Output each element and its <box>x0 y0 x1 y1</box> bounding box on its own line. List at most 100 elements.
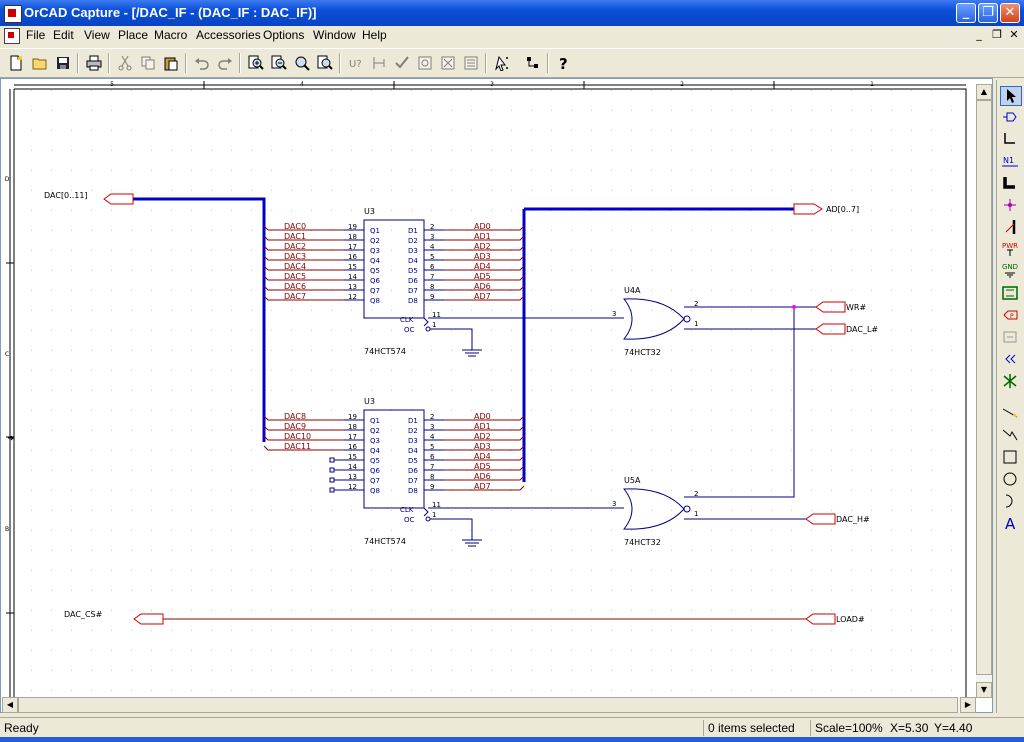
palette-place-junction[interactable] <box>1000 196 1022 216</box>
undo-button[interactable] <box>191 52 213 74</box>
latch-u3a-pin-name: Q4 <box>370 257 381 265</box>
latch-u3a-net-label: AD4 <box>474 262 491 271</box>
palette-place-port[interactable]: P <box>1000 306 1022 326</box>
horizontal-scrollbar[interactable]: ◀ ▶ <box>2 697 976 713</box>
mdi-restore-button[interactable]: ❐ <box>992 28 1002 41</box>
latch-u3a-clk-marker <box>423 317 429 327</box>
maximize-button[interactable]: ❐ <box>978 3 998 23</box>
cross-reference-button[interactable] <box>437 52 459 74</box>
menu-file[interactable]: File <box>26 28 46 42</box>
palette-place-bus[interactable] <box>1000 174 1022 194</box>
menu-view[interactable]: View <box>84 28 110 42</box>
menu-accessories[interactable]: Accessories <box>196 28 261 42</box>
latch-u3a-pin-number: 12 <box>348 293 357 301</box>
scroll-up-button[interactable]: ▲ <box>976 84 992 100</box>
junction-dot <box>792 305 796 309</box>
palette-place-part[interactable] <box>1000 108 1022 128</box>
create-netlist-button[interactable] <box>414 52 436 74</box>
palette-place-ellipse[interactable] <box>1000 470 1022 490</box>
palette-place-bus-entry[interactable] <box>1000 218 1022 238</box>
cut-button[interactable] <box>114 52 136 74</box>
zoom-out-button[interactable] <box>268 52 290 74</box>
save-button[interactable] <box>52 52 74 74</box>
palette-place-hierarchical-block[interactable] <box>1000 284 1022 304</box>
latch-u3a-net-label: AD6 <box>474 282 491 291</box>
latch-u3b-net-label: DAC8 <box>284 412 306 421</box>
horizontal-scroll-thumb[interactable] <box>18 697 958 713</box>
minimize-button[interactable]: _ <box>956 3 976 23</box>
zone-label-top: 1 <box>870 81 874 88</box>
menu-window[interactable]: Window <box>313 28 356 42</box>
scroll-left-button[interactable]: ◀ <box>2 697 18 713</box>
drc-check-icon <box>395 56 409 69</box>
latch-u3b-no-connect-pin <box>329 457 335 463</box>
back-annotate-button[interactable] <box>368 52 390 74</box>
menu-macro[interactable]: Macro <box>154 28 188 42</box>
menu-help[interactable]: Help <box>362 28 387 42</box>
latch-u3a-bus-entry <box>263 285 344 291</box>
menu-options[interactable]: Options <box>263 28 305 42</box>
drc-button[interactable] <box>391 52 413 74</box>
mdi-minimize-button[interactable]: _ <box>976 28 982 41</box>
svg-text:PWR: PWR <box>1002 242 1018 250</box>
vertical-scrollbar[interactable]: ▲ ▼ <box>976 84 992 698</box>
latch-u3a-pin-name: D2 <box>408 237 418 245</box>
palette-place-power[interactable]: PWR <box>1000 240 1022 260</box>
or-gate-u5a-body <box>622 488 685 530</box>
palette-place-wire[interactable] <box>1000 130 1022 150</box>
latch-u3b-bus-entry <box>444 415 525 421</box>
bill-of-materials-button[interactable] <box>460 52 482 74</box>
latch-u3a-oc-wire <box>430 328 473 350</box>
zoom-in-button[interactable] <box>245 52 267 74</box>
paste-button[interactable] <box>160 52 182 74</box>
redo-button[interactable] <box>214 52 236 74</box>
palette-select[interactable] <box>1000 86 1022 106</box>
latch-u3a-net-label: DAC2 <box>284 242 306 251</box>
help-button[interactable]: ? <box>553 52 575 74</box>
palette-place-line[interactable] <box>1000 404 1022 424</box>
menu-place[interactable]: Place <box>118 28 149 42</box>
latch-u3a-net-label: DAC5 <box>284 272 306 281</box>
copy-button[interactable] <box>137 52 159 74</box>
menu-edit[interactable]: Edit <box>53 28 74 42</box>
document-icon[interactable] <box>4 28 20 44</box>
palette-place-arc[interactable] <box>1000 492 1022 512</box>
scroll-down-button[interactable]: ▼ <box>976 682 992 698</box>
clipboard-icon <box>164 57 178 71</box>
undo-icon <box>195 58 209 70</box>
print-button[interactable] <box>83 52 105 74</box>
scroll-right-button[interactable]: ▶ <box>960 697 976 713</box>
palette-place-off-page-connector[interactable] <box>1000 350 1022 370</box>
annotate-button[interactable]: U? <box>345 52 367 74</box>
net-alias-icon: N1 <box>1002 156 1018 167</box>
vertical-scroll-thumb[interactable] <box>976 100 992 675</box>
palette-place-net-alias[interactable]: N1 <box>1000 152 1022 172</box>
latch-u3a-pin-name: Q5 <box>370 267 380 275</box>
close-button[interactable]: ✕ <box>1000 3 1020 23</box>
palette-place-no-connect[interactable] <box>1000 372 1022 392</box>
orcad-app-icon[interactable] <box>4 5 22 23</box>
project-manager-button[interactable] <box>522 52 544 74</box>
zoom-all-button[interactable] <box>314 52 336 74</box>
latch-u3b-pin-number: 4 <box>430 433 435 441</box>
snap-to-grid-button[interactable] <box>491 52 513 74</box>
svg-text:GND: GND <box>1002 263 1018 271</box>
select-arrow-icon <box>1007 89 1016 103</box>
palette-place-hierarchical-pin[interactable] <box>1000 328 1022 348</box>
mdi-close-button[interactable]: ✕ <box>1009 28 1019 41</box>
latch-u3a-pin-number: 8 <box>430 283 434 291</box>
zoom-area-button[interactable] <box>291 52 313 74</box>
latch-u3b-net-label: DAC10 <box>284 432 311 441</box>
port-label-wr: WR# <box>846 303 866 312</box>
palette-place-rectangle[interactable] <box>1000 448 1022 468</box>
new-button[interactable] <box>5 52 27 74</box>
latch-u3a-pin-name: D4 <box>408 257 418 265</box>
open-button[interactable] <box>29 52 51 74</box>
latch-u3a-ground-symbol <box>462 349 482 357</box>
palette-place-polyline[interactable] <box>1000 426 1022 446</box>
palette-place-text[interactable]: A <box>1000 514 1022 534</box>
svg-text:?: ? <box>559 55 568 71</box>
palette-place-ground[interactable]: GND <box>1000 262 1022 282</box>
